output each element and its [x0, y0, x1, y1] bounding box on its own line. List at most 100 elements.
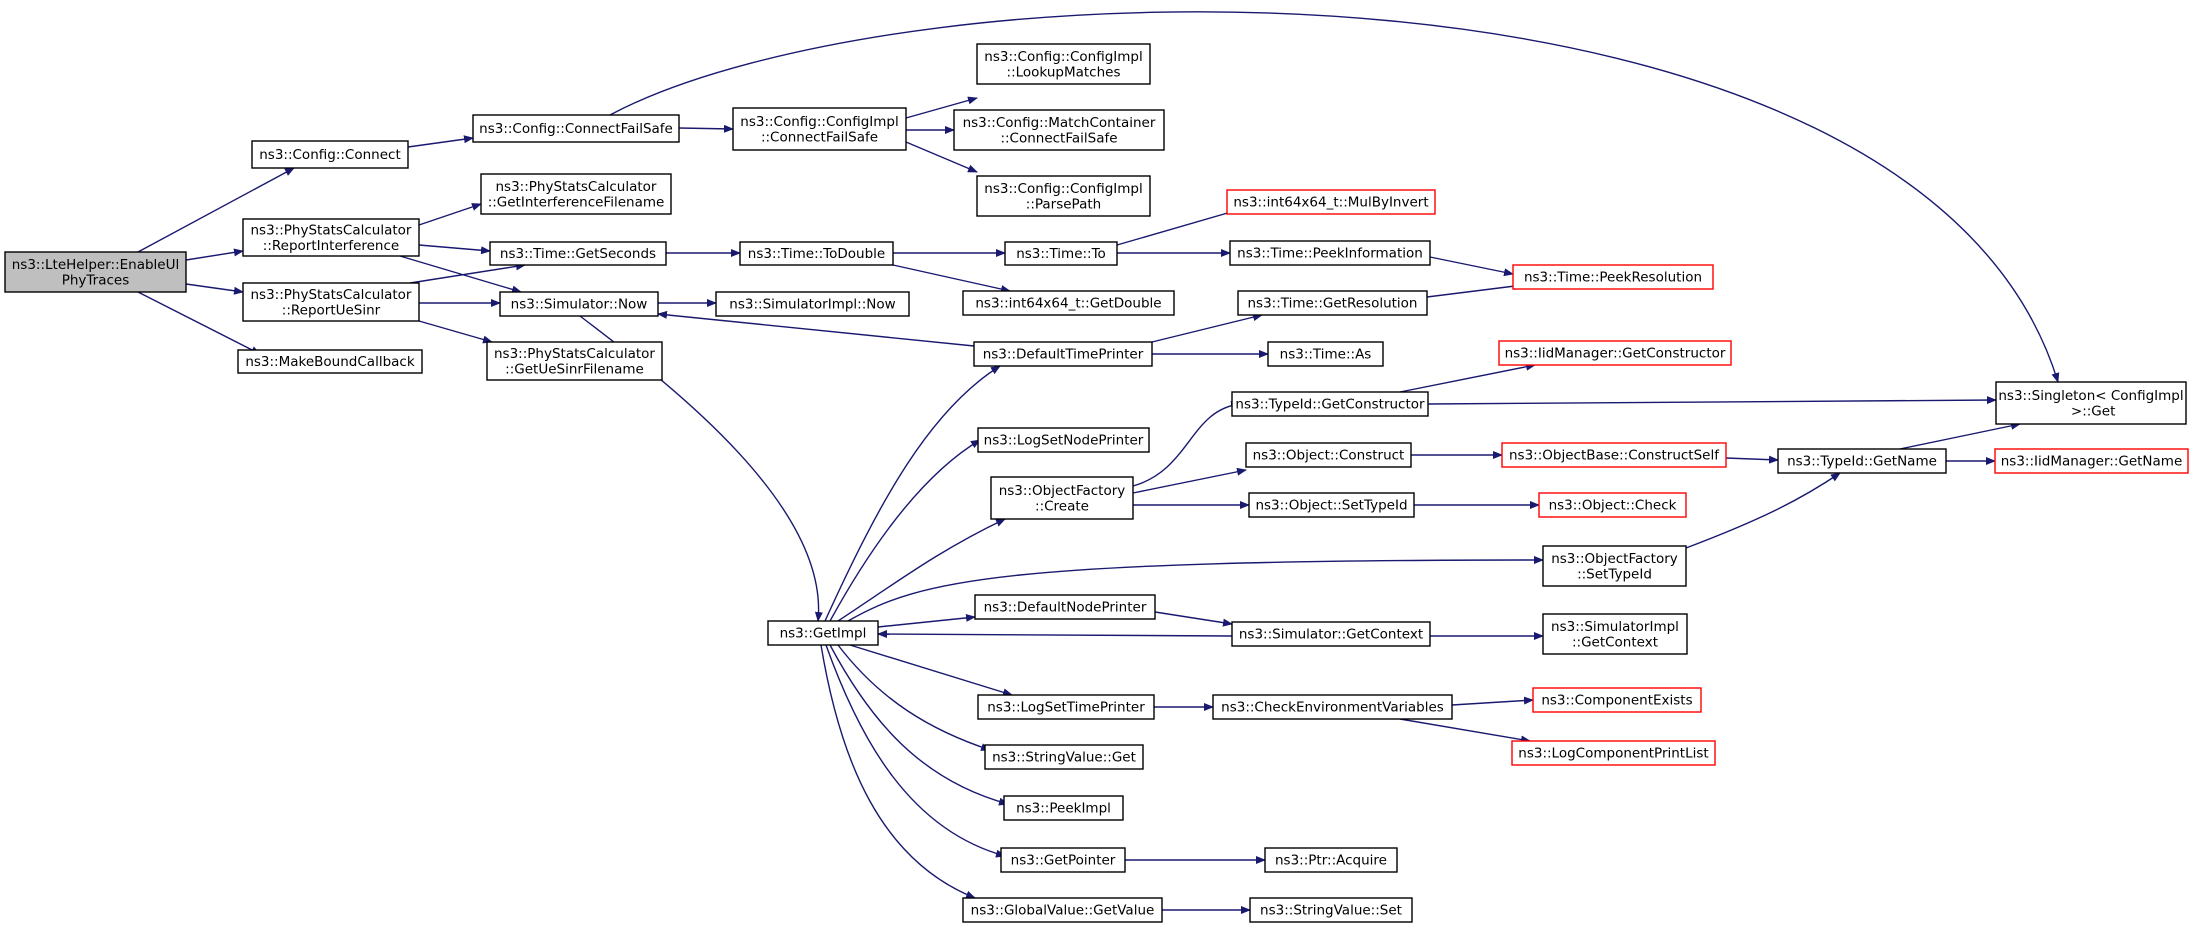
- node-timeGetSeconds[interactable]: ns3::Time::GetSeconds: [489, 241, 667, 266]
- node-label: ns3::Object::Construct: [1253, 448, 1405, 464]
- node-box: [1004, 241, 1118, 266]
- node-defaultNodePrinter[interactable]: ns3::DefaultNodePrinter: [974, 594, 1156, 620]
- call-edge-simulatorGetContext-to-getImpl: [877, 630, 1233, 639]
- node-box: [1231, 391, 1429, 417]
- node-label: ns3::GetPointer: [1011, 853, 1116, 869]
- call-edge-root-to-makeBoundCallback: [137, 291, 261, 355]
- node-label: ns3::DefaultNodePrinter: [984, 600, 1147, 616]
- call-edge-getResolution-to-peekResolution: [1426, 282, 1524, 298]
- node-implParsePath[interactable]: ns3::Config::ConfigImpl::ParsePath: [976, 175, 1151, 217]
- call-edge-root-to-reportUeSinr: [185, 283, 244, 295]
- node-componentExists[interactable]: ns3::ComponentExists: [1532, 687, 1702, 713]
- node-label: ns3::Time::ToDouble: [748, 246, 885, 262]
- node-stringValueSet[interactable]: ns3::StringValue::Set: [1249, 897, 1413, 923]
- node-box: [499, 291, 659, 317]
- node-singletonGet[interactable]: ns3::Singleton< ConfigImpl >::Get: [1995, 381, 2187, 425]
- node-label: ns3::PeekImpl: [1016, 801, 1111, 817]
- node-mulByInvert[interactable]: ns3::int64x64_t::MulByInvert: [1226, 189, 1436, 215]
- node-peekImpl[interactable]: ns3::PeekImpl: [1003, 795, 1124, 821]
- node-getImpl[interactable]: ns3::GetImpl: [767, 620, 879, 646]
- call-edge-defaultNodePrinter-to-simulatorGetContext: [1154, 611, 1233, 627]
- node-label: ns3::Time::As: [1280, 347, 1372, 363]
- node-peekInformation[interactable]: ns3::Time::PeekInformation: [1229, 240, 1431, 266]
- call-edge-reportInterference-to-timeGetSeconds: [418, 244, 491, 255]
- node-simulatorGetContext[interactable]: ns3::Simulator::GetContext: [1231, 621, 1431, 647]
- node-simulatorImplNow[interactable]: ns3::SimulatorImpl::Now: [715, 291, 910, 317]
- call-edge-cfgConnect-to-cfgConnectFailSafe: [407, 135, 474, 148]
- node-makeBoundCallback[interactable]: ns3::MakeBoundCallback: [237, 349, 423, 374]
- node-box: [715, 291, 910, 317]
- node-label: ns3::DefaultTimePrinter: [983, 347, 1144, 363]
- node-defaultTimePrinter[interactable]: ns3::DefaultTimePrinter: [973, 341, 1153, 367]
- node-timeTo[interactable]: ns3::Time::To: [1004, 241, 1118, 266]
- node-label: ns3::LogSetNodePrinter: [984, 433, 1144, 449]
- node-objectFactoryCreate[interactable]: ns3::ObjectFactory::Create: [990, 476, 1134, 520]
- call-edge-root-to-reportInterference: [185, 248, 244, 261]
- node-stringValueGet[interactable]: ns3::StringValue::Get: [984, 744, 1144, 770]
- node-label: ns3::PhyStatsCalculator: [496, 179, 657, 195]
- node-label: ns3::Config::ConfigImpl: [984, 49, 1142, 65]
- node-timeToDouble[interactable]: ns3::Time::ToDouble: [739, 241, 894, 266]
- node-box: [1249, 897, 1413, 923]
- node-label: ns3::CheckEnvironmentVariables: [1221, 700, 1444, 716]
- node-box: [1542, 545, 1687, 587]
- node-objectSetTypeId[interactable]: ns3::Object::SetTypeId: [1248, 492, 1415, 518]
- call-edge-checkEnvironmentVariables-to-logComponentPrintList: [1399, 718, 1531, 744]
- node-int64GetDouble[interactable]: ns3::int64x64_t::GetDouble: [962, 290, 1175, 316]
- node-box: [984, 744, 1144, 770]
- node-label: ns3::GetImpl: [780, 626, 867, 642]
- node-matchConnectFailSafe[interactable]: ns3::Config::MatchContainer::ConnectFail…: [953, 109, 1165, 151]
- call-edge-getImpl-to-peekImpl: [829, 644, 1009, 806]
- node-iidGetConstructor[interactable]: ns3::IidManager::GetConstructor: [1498, 340, 1732, 366]
- call-edge-getImpl-to-defaultTimePrinter: [824, 365, 1001, 622]
- node-cfgConnect[interactable]: ns3::Config::Connect: [251, 140, 409, 169]
- node-box: [962, 897, 1163, 923]
- call-edge-getImpl-to-globalValueGetValue: [820, 644, 976, 899]
- node-simulatorNow[interactable]: ns3::Simulator::Now: [499, 291, 659, 317]
- node-label: ns3::Config::Connect: [259, 147, 401, 163]
- node-cfgConnectFailSafe[interactable]: ns3::Config::ConnectFailSafe: [472, 114, 680, 143]
- node-label: ::Create: [1035, 498, 1089, 514]
- node-objectCheck[interactable]: ns3::Object::Check: [1538, 492, 1687, 518]
- node-objectConstruct[interactable]: ns3::Object::Construct: [1245, 442, 1412, 468]
- call-edge-getImpl-to-defaultNodePrinter: [877, 613, 976, 628]
- node-getUeSinrFilename[interactable]: ns3::PhyStatsCalculator::GetUeSinrFilena…: [486, 341, 663, 381]
- node-logSetTimePrinter[interactable]: ns3::LogSetTimePrinter: [977, 694, 1155, 720]
- node-objectBaseConstructSelf[interactable]: ns3::ObjectBase::ConstructSelf: [1501, 442, 1727, 468]
- call-edge-typeIdGetConstructor-to-singletonGet: [1427, 396, 1997, 405]
- node-box: [1264, 847, 1398, 873]
- node-objectFactorySetTypeId[interactable]: ns3::ObjectFactory::SetTypeId: [1542, 545, 1687, 587]
- node-peekResolution[interactable]: ns3::Time::PeekResolution: [1512, 264, 1714, 290]
- node-box: [237, 349, 423, 374]
- node-timeAs[interactable]: ns3::Time::As: [1267, 341, 1384, 367]
- node-box: [990, 476, 1134, 520]
- node-label: ns3::int64x64_t::MulByInvert: [1233, 195, 1428, 211]
- node-logSetNodePrinter[interactable]: ns3::LogSetNodePrinter: [977, 427, 1150, 453]
- node-reportUeSinr[interactable]: ns3::PhyStatsCalculator::ReportUeSinr: [242, 282, 420, 322]
- node-iidGetName[interactable]: ns3::IidManager::GetName: [1994, 448, 2189, 474]
- node-label: ns3::SimulatorImpl: [1551, 619, 1679, 635]
- node-reportInterference[interactable]: ns3::PhyStatsCalculator::ReportInterfere…: [242, 218, 420, 257]
- node-label: ns3::LteHelper::EnableUl: [12, 257, 180, 273]
- node-label: ns3::PhyStatsCalculator: [494, 346, 655, 362]
- node-label: ::GetUeSinrFilename: [505, 361, 644, 377]
- node-typeIdGetName[interactable]: ns3::TypeId::GetName: [1777, 448, 1947, 474]
- node-ptrAcquire[interactable]: ns3::Ptr::Acquire: [1264, 847, 1398, 873]
- node-implConnectFailSafe[interactable]: ns3::Config::ConfigImpl::ConnectFailSafe: [732, 107, 907, 151]
- node-getResolution[interactable]: ns3::Time::GetResolution: [1237, 290, 1428, 316]
- node-getPointer[interactable]: ns3::GetPointer: [1000, 847, 1126, 873]
- node-box: [1231, 621, 1431, 647]
- node-implLookupMatches[interactable]: ns3::Config::ConfigImpl::LookupMatches: [976, 43, 1151, 85]
- node-box: [1212, 694, 1453, 720]
- node-box: [976, 43, 1151, 85]
- node-checkEnvironmentVariables[interactable]: ns3::CheckEnvironmentVariables: [1212, 694, 1453, 720]
- node-simulatorImplGetContext[interactable]: ns3::SimulatorImpl::GetContext: [1542, 613, 1688, 655]
- node-logComponentPrintList[interactable]: ns3::LogComponentPrintList: [1511, 740, 1716, 766]
- call-edge-root-to-cfgConnect: [137, 167, 295, 253]
- node-box: [1229, 240, 1431, 266]
- node-globalValueGetValue[interactable]: ns3::GlobalValue::GetValue: [962, 897, 1163, 923]
- node-box: [251, 140, 409, 169]
- node-typeIdGetConstructor[interactable]: ns3::TypeId::GetConstructor: [1231, 391, 1429, 417]
- node-getInterferenceFilename[interactable]: ns3::PhyStatsCalculator::GetInterference…: [480, 173, 672, 215]
